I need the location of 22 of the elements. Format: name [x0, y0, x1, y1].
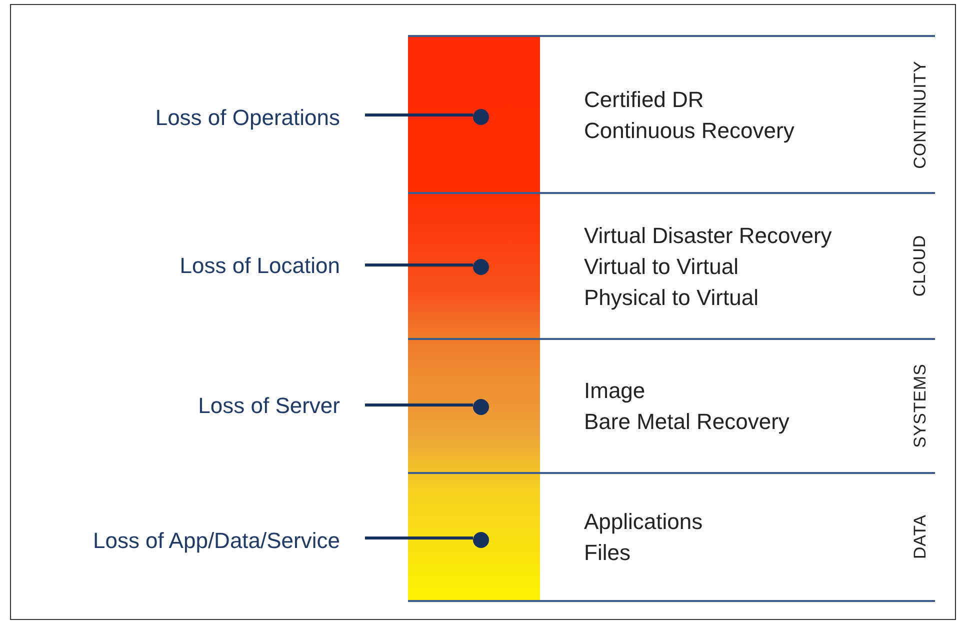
loss-label: Loss of Location [180, 252, 340, 280]
leader-line [365, 536, 473, 540]
tier-category: SYSTEMS [909, 364, 930, 448]
tier-item: Continuous Recovery [584, 116, 794, 145]
loss-label: Loss of App/Data/Service [92, 527, 340, 555]
leader-line [365, 114, 473, 116]
tier-item: Applications [584, 508, 703, 536]
leader-line [365, 264, 473, 266]
tier-item: Virtual to Virtual [584, 252, 740, 280]
tier-category: CLOUD [909, 235, 930, 297]
leader-line [365, 404, 473, 406]
tier-item: Bare Metal Recovery [584, 408, 790, 436]
tier-category: CONTINUITY [909, 60, 930, 169]
tier-item: Virtual Disaster Recovery [584, 222, 832, 250]
tier-item: Files [584, 539, 632, 567]
tier-category: DATA [909, 514, 930, 560]
loss-label: Loss of Server [198, 392, 340, 420]
tier-band [408, 472, 935, 602]
tier-item: Certified DR [584, 86, 705, 114]
tier-item: Image [584, 377, 646, 405]
loss-label: Loss of Operations [155, 104, 340, 132]
tier-item: Physical to Virtual [584, 284, 760, 312]
